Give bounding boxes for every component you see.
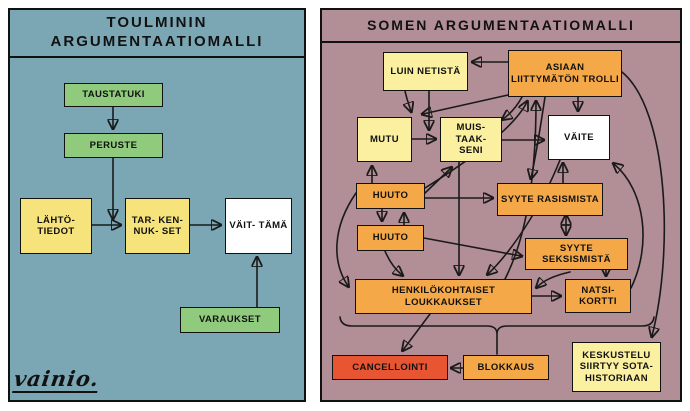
node-cancellointi: CANCELLOINTI [332,355,448,380]
node-peruste: PERUSTE [64,133,163,158]
node-natsikortti: NATSI- KORTTI [565,279,631,313]
node-luin-netista: LUIN NETISTÄ [383,52,468,91]
node-huuto-1: HUUTO [356,183,425,209]
node-huuto-2: HUUTO [357,225,424,251]
node-mutu: MUTU [357,117,412,162]
node-taustatuki: TAUSTATUKI [64,83,163,107]
node-syyte-rasismista: SYYTE RASISMISTA [497,183,603,216]
right-panel-title: SOMEN ARGUMENTAATIOMALLI [322,10,680,43]
node-keskustelu-siirtyy-sotahistoriaan: KESKUSTELU SIIRTYY SOTA- HISTORIAAN [572,342,661,392]
node-lahtotiedot: LÄHTÖ- TIEDOT [20,198,92,254]
node-varaukset: VARAUKSET [180,307,280,333]
left-panel-title: TOULMININ ARGUMENTAATIOMALLI [10,10,304,58]
node-blokkaus: BLOKKAUS [463,355,549,380]
node-tarkennukset: TAR- KEN- NUK- SET [125,198,190,254]
node-asiaan-liittymaton-trolli: ASIAAN LIITTYMÄTÖN TROLLI [508,50,622,97]
node-vaittama: VÄIT- TÄMÄ [225,198,292,254]
node-vaite: VÄITE [548,115,610,160]
node-muistaakseni: MUIS- TAAK- SENI [440,117,502,162]
node-syyte-seksismista: SYYTE SEKSISMISTÄ [525,238,628,270]
node-henkilokohtaiset-loukkaukset: HENKILÖKOHTAISET LOUKKAUKSET [355,279,532,314]
artist-signature: vainio. [12,366,101,393]
